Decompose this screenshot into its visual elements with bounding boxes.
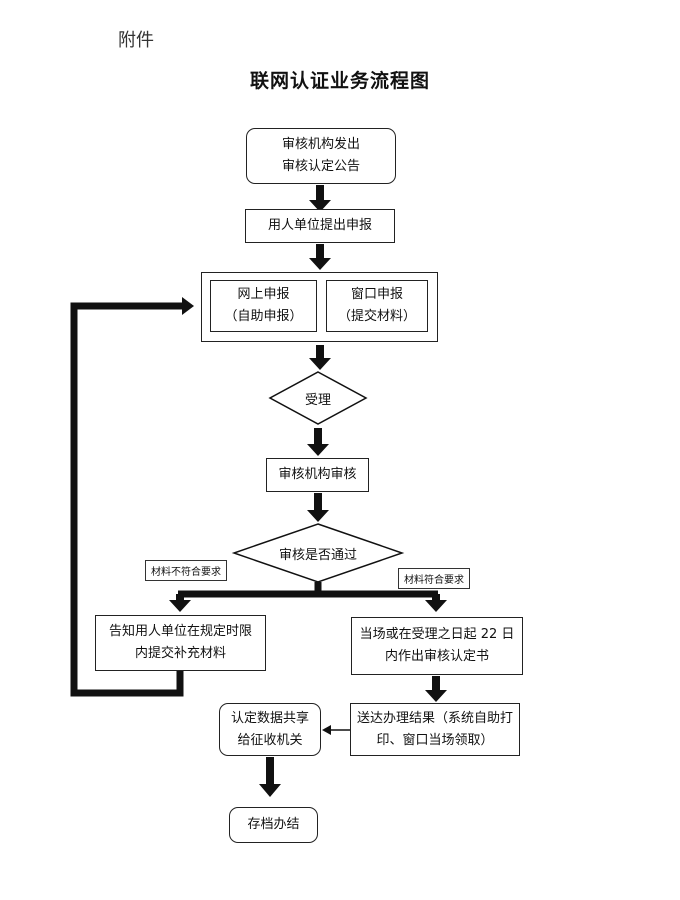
deliver-box: 送达办理结果（系统自助打 印、窗口当场领取）	[350, 703, 520, 756]
fail-condition-label: 材料不符合要求	[145, 560, 227, 581]
online-line-1: 网上申报	[237, 287, 290, 302]
online-declare-box: 网上申报 （自助申报）	[210, 280, 317, 332]
notify-line-1: 告知用人单位在规定时限	[108, 624, 252, 639]
announce-line-1: 审核机构发出	[281, 137, 360, 152]
share-line-1: 认定数据共享	[230, 710, 309, 726]
deliver-line-2: 印、窗口当场领取）	[376, 732, 494, 748]
feedback-loop-line	[70, 302, 184, 697]
window-declare-box: 窗口申报 （提交材料）	[326, 280, 428, 332]
online-line-2: （自助申报）	[224, 309, 303, 324]
arrowhead-to-notify	[169, 600, 191, 612]
declare-methods-group	[201, 272, 438, 342]
declare-box: 用人单位提出申报	[245, 209, 395, 243]
archive-text: 存档办结	[247, 817, 300, 832]
issue-line-1: 当场或在受理之日起 22 日	[359, 627, 515, 642]
window-line-2: （提交材料）	[337, 309, 416, 324]
flowchart-title: 联网认证业务流程图	[249, 70, 430, 92]
share-line-2: 给征收机关	[237, 732, 303, 748]
window-line-1: 窗口申报	[350, 287, 403, 302]
issue-box: 当场或在受理之日起 22 日 内作出审核认定书	[351, 617, 523, 675]
arrowhead-methods-to-accept	[309, 358, 331, 370]
arrowhead-feedback	[182, 297, 194, 315]
review-text: 审核机构审核	[278, 467, 357, 482]
accept-diamond	[268, 371, 368, 425]
share-box: 认定数据共享 给征收机关	[219, 703, 321, 756]
attachment-label: 附件	[118, 30, 154, 51]
accept-text: 受理	[304, 393, 331, 408]
review-box: 审核机构审核	[266, 458, 369, 492]
issue-line-2: 内作出审核认定书	[384, 649, 489, 664]
decision-text: 审核是否通过	[278, 548, 357, 563]
arrowhead-deliver-to-share	[322, 725, 331, 735]
arrowhead-issue-to-deliver	[425, 690, 447, 702]
notify-box: 告知用人单位在规定时限 内提交补充材料	[95, 615, 266, 671]
arrowhead-accept-to-review	[307, 444, 329, 456]
archive-box: 存档办结	[229, 807, 318, 843]
arrowhead-review-to-decision	[307, 510, 329, 522]
pass-condition-label: 材料符合要求	[398, 568, 470, 589]
arrowhead-announce-to-declare	[309, 200, 331, 212]
arrowhead-declare-to-methods	[309, 258, 331, 270]
announce-box: 审核机构发出 审核认定公告	[246, 128, 396, 184]
notify-line-2: 内提交补充材料	[134, 646, 226, 661]
declare-text: 用人单位提出申报	[267, 218, 372, 233]
arrowhead-share-to-archive	[259, 784, 281, 797]
announce-line-2: 审核认定公告	[281, 159, 360, 174]
arrowhead-to-issue	[425, 600, 447, 612]
deliver-line-1: 送达办理结果（系统自助打	[356, 710, 513, 726]
